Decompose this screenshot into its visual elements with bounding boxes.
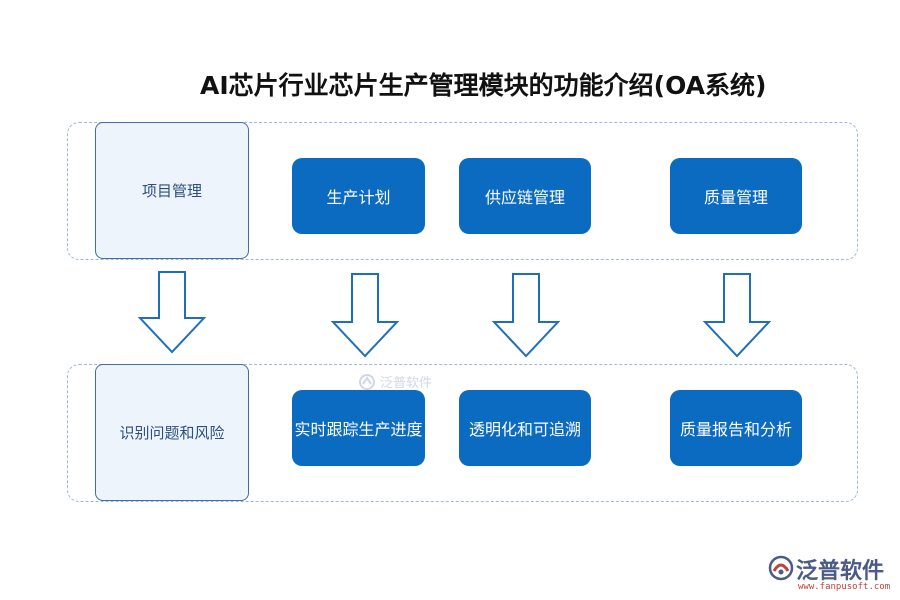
side-label: 项目管理: [141, 182, 202, 200]
node-quality-report: 质量报告和分析: [670, 390, 802, 466]
diagram-title: AI芯片行业芯片生产管理模块的功能介绍(OA系统): [200, 71, 767, 100]
node-realtime-tracking: 实时跟踪生产进度: [292, 390, 425, 466]
top-row-frame: [67, 122, 858, 260]
node-label: 供应链管理: [484, 188, 565, 207]
watermark-center: 泛普软件: [358, 372, 432, 391]
node-quality-management: 质量管理: [670, 158, 802, 234]
node-supply-chain: 供应链管理: [459, 158, 591, 234]
side-label: 识别问题和风险: [119, 424, 225, 442]
node-production-plan: 生产计划: [292, 158, 425, 234]
brand-name: 泛普软件: [796, 559, 885, 584]
brand-url: www.fanpusoft.com: [798, 582, 891, 592]
down-arrow-4: [702, 273, 772, 358]
node-label: 透明化和可追溯: [468, 420, 581, 439]
down-arrow-1: [137, 271, 207, 354]
watermark-logo-icon: [359, 373, 375, 390]
node-label: 生产计划: [326, 188, 391, 207]
side-box-project-management: 项目管理: [95, 122, 249, 259]
watermark-brand: 泛普软件: [380, 376, 433, 391]
brand-logo-icon: [768, 555, 794, 581]
bottom-row-frame: [67, 364, 858, 502]
down-arrow-2: [330, 273, 400, 358]
node-transparency-traceability: 透明化和可追溯: [459, 390, 591, 466]
down-arrow-3: [491, 273, 561, 358]
watermark-corner: 泛普软件 www.fanpusoft.com: [768, 553, 896, 597]
node-label: 质量报告和分析: [679, 420, 792, 439]
node-label: 实时跟踪生产进度: [294, 420, 423, 439]
side-box-identify-risks: 识别问题和风险: [95, 364, 249, 501]
node-label: 质量管理: [703, 188, 768, 207]
